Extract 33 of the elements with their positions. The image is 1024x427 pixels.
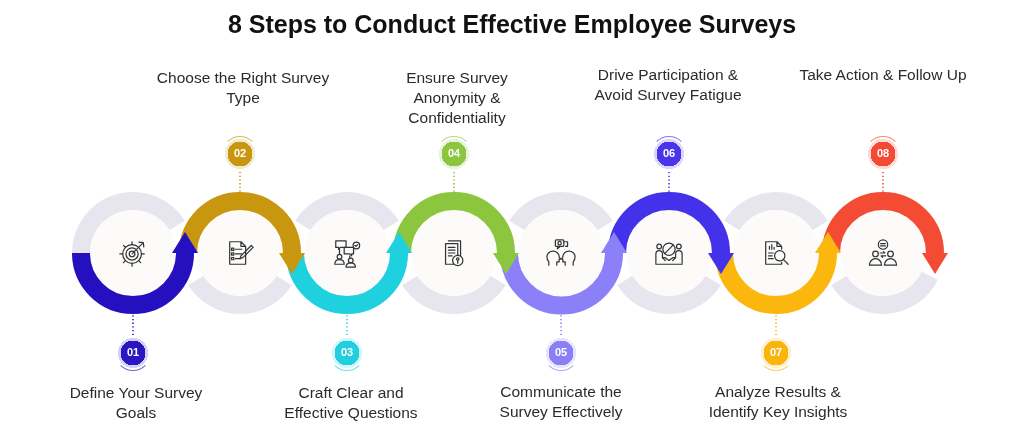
number-badge: 01 [115, 335, 151, 371]
step-label: Craft Clear and Effective Questions [284, 384, 418, 421]
curved-arrow [715, 232, 841, 314]
curved-arrow [179, 192, 305, 274]
leader-line [882, 171, 884, 193]
number-badge: 04 [436, 136, 472, 172]
number-badge: 06 [651, 136, 687, 172]
step-label: Communicate the Survey Effectively [499, 383, 623, 420]
curved-arrow [286, 232, 412, 314]
leader-line [453, 171, 455, 193]
step-label: Take Action & Follow Up [799, 66, 967, 83]
leader-line [346, 313, 348, 336]
number-badge: 03 [329, 335, 365, 371]
title: 8 Steps to Conduct Effective Employee Surveys [227, 9, 797, 39]
number-badge: 08 [865, 136, 901, 172]
step-label: Choose the Right Survey Type [156, 69, 330, 106]
number-badge: 05 [543, 335, 579, 371]
step-label: Ensure Survey Anonymity & Confidentiality [406, 69, 508, 126]
leader-line [560, 313, 562, 336]
curved-arrow [72, 232, 198, 314]
leader-line [239, 171, 241, 193]
step-label: Analyze Results & Identify Key Insights [708, 383, 848, 420]
curved-arrow [500, 232, 627, 315]
number-badge: 07 [758, 335, 794, 371]
number-badge: 02 [222, 136, 258, 172]
step-label: Drive Participation & Avoid Survey Fatigue [594, 66, 742, 103]
step-label: Define Your Survey Goals [69, 384, 203, 421]
curved-arrow [393, 192, 519, 274]
leader-line [775, 313, 777, 336]
curved-arrow [822, 192, 948, 274]
curved-arrow [608, 192, 734, 274]
leader-line [668, 171, 670, 193]
leader-line [132, 313, 134, 336]
